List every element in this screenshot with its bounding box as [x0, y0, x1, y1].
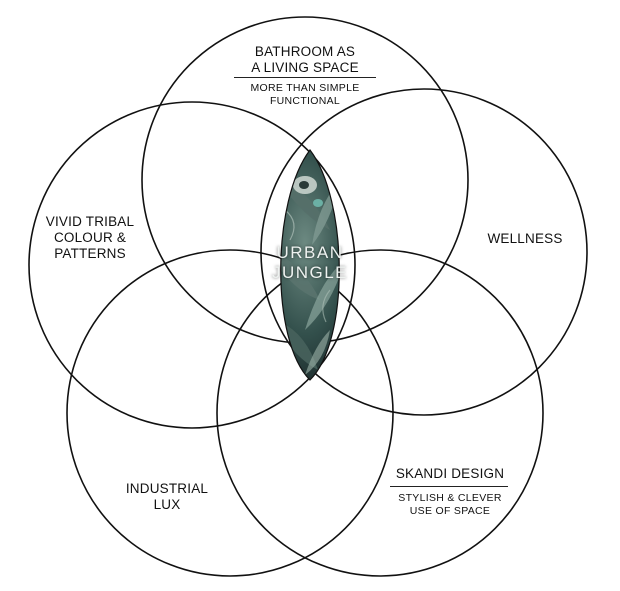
top-subtitle-line1: MORE THAN SIMPLE: [250, 82, 360, 94]
center-label: URBAN JUNGLE: [255, 243, 365, 283]
circle-bottom-right: [216, 249, 544, 577]
circle-right: [260, 88, 588, 416]
top-subtitle-line2: FUNCTIONAL: [269, 95, 341, 107]
top-title-line1: BATHROOM AS: [254, 44, 356, 59]
center-label-line2: JUNGLE: [271, 263, 349, 282]
left-label: VIVID TRIBAL COLOUR & PATTERNS: [35, 214, 145, 262]
bottom-right-title-text: SKANDI DESIGN: [395, 466, 505, 481]
circle-bottom-left: [66, 249, 394, 577]
left-label-line3: PATTERNS: [54, 246, 126, 261]
top-title: BATHROOM AS A LIVING SPACE: [215, 44, 395, 76]
bottom-left-label: INDUSTRIAL LUX: [112, 481, 222, 513]
bottom-right-subtitle: STYLISH & CLEVER USE OF SPACE: [385, 492, 515, 518]
circle-left: [28, 101, 356, 429]
top-divider: [234, 77, 376, 78]
top-subtitle: MORE THAN SIMPLE FUNCTIONAL: [215, 82, 395, 108]
bottom-left-label-line2: LUX: [153, 497, 181, 512]
bottom-right-subtitle-line1: STYLISH & CLEVER: [398, 492, 502, 504]
bottom-right-title: SKANDI DESIGN: [385, 466, 515, 482]
center-label-line1: URBAN: [276, 243, 344, 262]
bottom-left-label-line1: INDUSTRIAL: [125, 481, 209, 496]
lens-outline: [280, 149, 340, 381]
top-title-line2: A LIVING SPACE: [251, 60, 359, 75]
left-label-line1: VIVID TRIBAL: [45, 214, 135, 229]
right-label: WELLNESS: [470, 231, 580, 247]
bottom-right-subtitle-line2: USE OF SPACE: [409, 505, 491, 517]
left-label-line2: COLOUR &: [53, 230, 127, 245]
bottom-right-divider: [390, 486, 508, 487]
right-label-line1: WELLNESS: [487, 231, 563, 246]
